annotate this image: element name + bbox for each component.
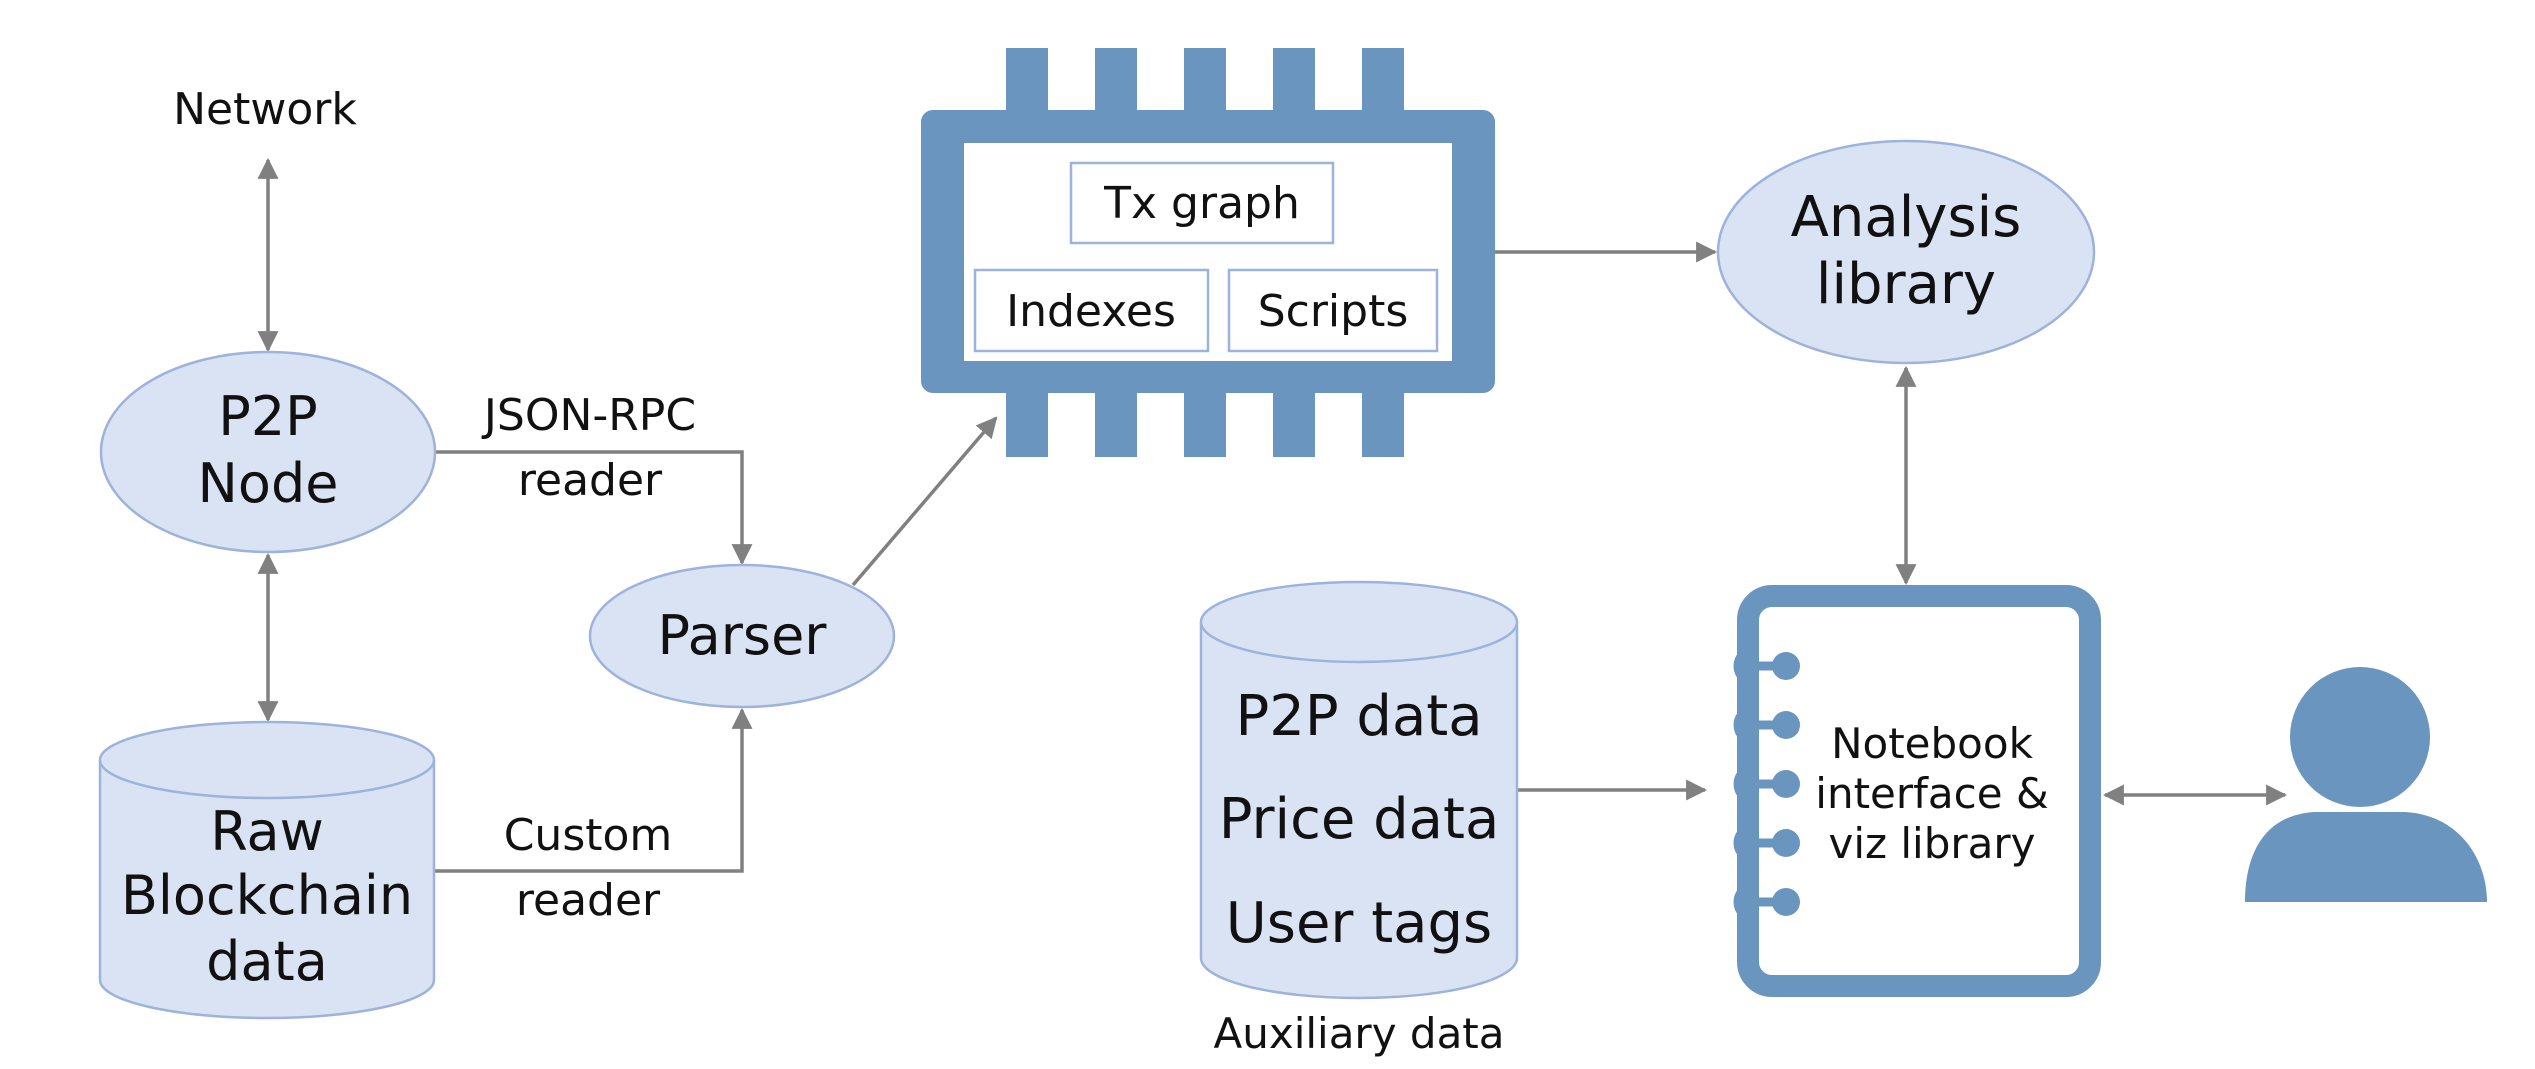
auxiliary-data-caption: Auxiliary data (1213, 1009, 1504, 1058)
tx-graph-label: Tx graph (1103, 178, 1300, 229)
raw-blockchain-label-line2: Blockchain (121, 864, 413, 927)
notebook-label-line1: Notebook (1831, 719, 2033, 768)
p2p-node-shape (99, 350, 437, 554)
raw-blockchain-data-cylinder: Raw Blockchain data (98, 720, 436, 1020)
scripts-box (1227, 268, 1439, 353)
analysis-library-label-line1: Analysis (1791, 185, 2022, 250)
notebook-label-line3: viz library (1828, 819, 2035, 868)
custom-reader-label-line2: reader (516, 875, 661, 926)
parser-node: Parser (588, 563, 896, 709)
analysis-library-shape (1716, 139, 2096, 365)
custom-reader-label-line1: Custom (504, 810, 673, 861)
arrow-parser-processor (851, 416, 998, 587)
user-head (2290, 667, 2430, 807)
auxiliary-data-cylinder: P2P data Price data User tags (1199, 580, 1519, 1000)
user-body (2245, 812, 2487, 902)
raw-blockchain-cylinder-body (98, 760, 436, 1020)
chip-pins-top (1006, 48, 1404, 113)
aux-item-user-tags: User tags (1226, 891, 1492, 956)
aux-item-price-data: Price data (1219, 787, 1500, 852)
chip-pins-bottom (1006, 385, 1404, 457)
p2p-node: P2P Node (99, 350, 437, 554)
notebook-label-line2: interface & (1815, 769, 2048, 818)
arrow-json-rpc-reader-parser (435, 450, 753, 566)
connectors (257, 157, 2288, 873)
aux-item-p2p-data: P2P data (1235, 684, 1482, 749)
json-rpc-reader-label-line1: JSON-RPC (481, 390, 696, 441)
notebook-rings (1733, 645, 1755, 923)
scripts-label: Scripts (1258, 286, 1409, 337)
auxiliary-data-cylinder-top (1199, 580, 1519, 664)
raw-blockchain-label-line3: data (206, 930, 328, 993)
raw-blockchain-label-line1: Raw (210, 800, 324, 863)
network-label: Network (173, 84, 357, 135)
p2p-node-label-line1: P2P (218, 385, 317, 448)
analysis-library-label-line2: library (1816, 252, 1996, 317)
parser-label: Parser (658, 604, 828, 667)
notebook-ring-dots (1754, 652, 1800, 916)
user-icon (2245, 667, 2487, 902)
p2p-node-label-line2: Node (198, 452, 339, 515)
indexes-label: Indexes (1006, 286, 1176, 337)
indexes-box (973, 268, 1210, 353)
auxiliary-data-cylinder-body (1199, 622, 1519, 1000)
json-rpc-reader-label-line2: reader (518, 455, 663, 506)
tx-graph-box (1069, 161, 1335, 245)
notebook-frame (1737, 585, 2101, 997)
arrow-custom-reader-parser (432, 707, 753, 873)
analysis-library-node: Analysis library (1716, 139, 2096, 365)
notebook-icon: Notebook interface & viz library (1733, 585, 2101, 997)
parser-shape (588, 563, 896, 709)
processor-chip-icon: Tx graph Indexes Scripts (921, 48, 1495, 457)
raw-blockchain-cylinder-top (98, 720, 436, 800)
